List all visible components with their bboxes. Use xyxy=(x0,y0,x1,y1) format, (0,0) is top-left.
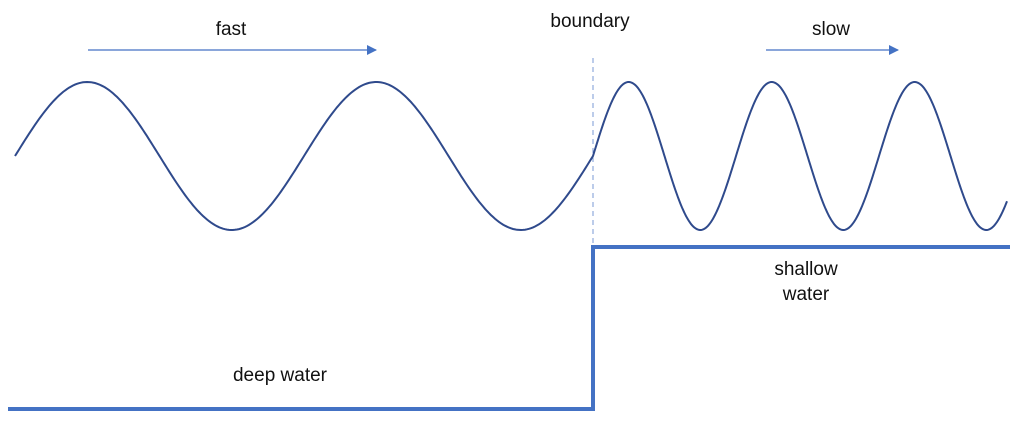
shallow-water-label-line2: water xyxy=(782,284,830,305)
wave-curve xyxy=(14,80,1008,232)
boundary-label: boundary xyxy=(550,11,630,32)
shallow-water-label-line1: shallow xyxy=(774,259,838,280)
slow-label: slow xyxy=(811,19,851,40)
fast-label: fast xyxy=(215,19,247,40)
deep-water-label: deep water xyxy=(232,365,328,386)
sea-floor-line xyxy=(8,245,1010,411)
